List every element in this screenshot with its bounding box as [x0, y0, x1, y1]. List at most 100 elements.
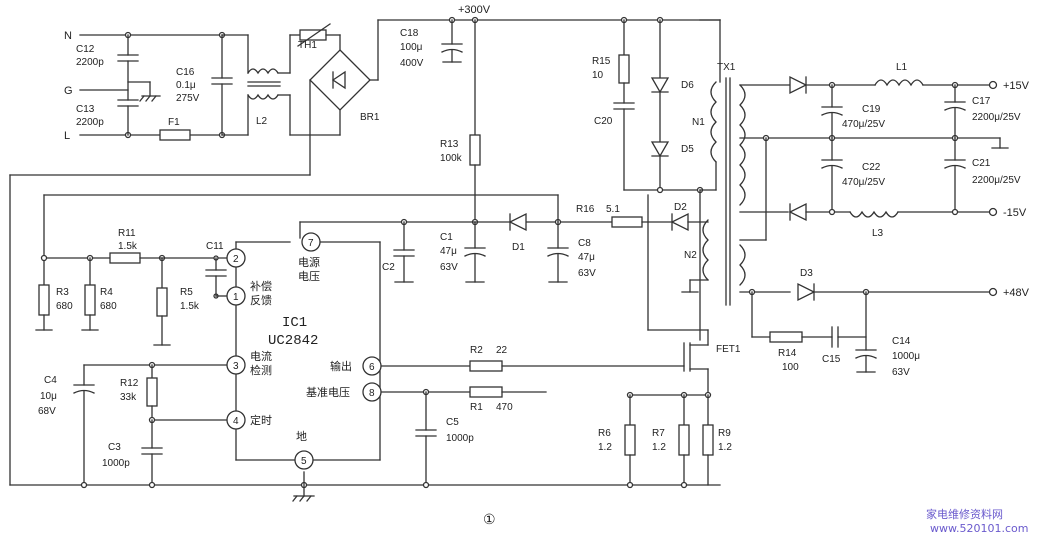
d5-name: D5 — [681, 144, 694, 155]
c18-name: C18 — [400, 28, 419, 39]
rail-n: N — [64, 30, 72, 42]
pin-8 — [362, 382, 382, 402]
c13-name: C13 — [76, 104, 95, 115]
pin-5-num: 5 — [301, 456, 307, 467]
pin-2-num: 2 — [233, 254, 239, 265]
pin-4-label: 定时 — [250, 413, 272, 427]
ic-name: IC1 — [282, 315, 307, 331]
ic-pins — [226, 232, 382, 470]
l3-name: L3 — [872, 228, 884, 239]
transformer-core — [681, 77, 746, 306]
r11-name: R11 — [118, 228, 136, 239]
r3-name: R3 — [56, 287, 69, 298]
watermark-line2: www.520101.com — [930, 522, 1028, 535]
r6-value: 1.2 — [598, 442, 612, 453]
d6-name: D6 — [681, 80, 694, 91]
r11-value: 1.5k — [118, 241, 138, 252]
r2-value: 22 — [496, 345, 508, 356]
c1-value2: 63V — [440, 262, 458, 273]
th1-name: TH1 — [298, 40, 317, 51]
c17-name: C17 — [972, 96, 991, 107]
r14-name: R14 — [778, 348, 797, 359]
br1-name: BR1 — [360, 112, 380, 123]
r9-value: 1.2 — [718, 442, 732, 453]
pin-7-num: 7 — [308, 238, 314, 249]
c5-name: C5 — [446, 417, 459, 428]
c14-value2: 63V — [892, 367, 910, 378]
pin-4-num: 4 — [233, 416, 239, 427]
drive-network — [381, 194, 714, 486]
pin-2 — [226, 248, 246, 268]
rail-p48: +48V — [1003, 287, 1030, 299]
c2-name: C2 — [382, 262, 395, 273]
r13-value: 100k — [440, 153, 463, 164]
c3-name: C3 — [108, 442, 121, 453]
r5-name: R5 — [180, 287, 193, 298]
c1-value1: 47μ — [440, 246, 457, 257]
pin-6-label: 输出 — [330, 359, 352, 373]
pin-1-num: 1 — [233, 292, 239, 303]
pin-8-label: 基准电压 — [306, 386, 350, 399]
rail-l: L — [64, 130, 70, 142]
c16-name: C16 — [176, 67, 195, 78]
pin-7 — [301, 232, 321, 252]
c11-name: C11 — [206, 241, 224, 252]
mains-input — [9, 19, 721, 486]
c18-value1: 100μ — [400, 42, 423, 53]
pin-3-num: 3 — [233, 361, 239, 372]
c13-value: 2200p — [76, 117, 104, 128]
c4-name: C4 — [44, 375, 57, 386]
r13-name: R13 — [440, 139, 459, 150]
pin-7-label1: 电源 — [298, 255, 320, 269]
secondary-outputs — [739, 75, 1009, 373]
snubber — [613, 16, 721, 341]
pin-3-label2: 检测 — [250, 363, 272, 377]
rail-hv: +300V — [458, 4, 491, 16]
c21-value: 2200μ/25V — [972, 175, 1021, 186]
c5-value: 1000p — [446, 433, 474, 444]
rail-m15: -15V — [1003, 207, 1027, 219]
fet1-name: FET1 — [716, 344, 741, 355]
f1-name: F1 — [168, 117, 180, 128]
r14-value: 100 — [782, 362, 799, 373]
pin-4 — [226, 410, 246, 430]
c8-name: C8 — [578, 238, 591, 249]
c19-name: C19 — [862, 104, 881, 115]
c14-name: C14 — [892, 336, 911, 347]
r4-value: 680 — [100, 301, 117, 312]
r7-value: 1.2 — [652, 442, 666, 453]
c14-value1: 1000μ — [892, 351, 920, 362]
r9-name: R9 — [718, 428, 731, 439]
r3-value: 680 — [56, 301, 73, 312]
c1-name: C1 — [440, 232, 453, 243]
c22-name: C22 — [862, 162, 881, 173]
r12-value: 33k — [120, 392, 137, 403]
r16-value: 5.1 — [606, 204, 620, 215]
c8-value2: 63V — [578, 268, 596, 279]
n2-name: N2 — [684, 250, 697, 261]
d3-name: D3 — [800, 268, 813, 279]
r5-value: 1.5k — [180, 301, 200, 312]
n1-name: N1 — [692, 117, 705, 128]
pin-3 — [226, 355, 246, 375]
r4-name: R4 — [100, 287, 113, 298]
labels: N G L +300V +15V -15V +48V C12 2200p C13… — [38, 4, 1030, 535]
pin-3-label1: 电流 — [250, 349, 272, 363]
c22-value: 470μ/25V — [842, 177, 885, 188]
timing-network — [73, 361, 227, 486]
watermark-line1: 家电维修资料网 — [926, 507, 1003, 521]
pin-1-label1: 补偿 — [250, 279, 272, 293]
pin-5 — [294, 450, 314, 470]
ic-part: UC2842 — [268, 333, 318, 349]
r1-value: 470 — [496, 402, 513, 413]
r2-name: R2 — [470, 345, 483, 356]
aux-supply — [43, 194, 709, 283]
c3-value: 1000p — [102, 458, 130, 469]
c4-value2: 68V — [38, 406, 56, 417]
c15-name: C15 — [822, 354, 841, 365]
pin-7-label2: 电压 — [298, 270, 320, 283]
c17-value: 2200μ/25V — [972, 112, 1021, 123]
c18-value2: 400V — [400, 58, 424, 69]
